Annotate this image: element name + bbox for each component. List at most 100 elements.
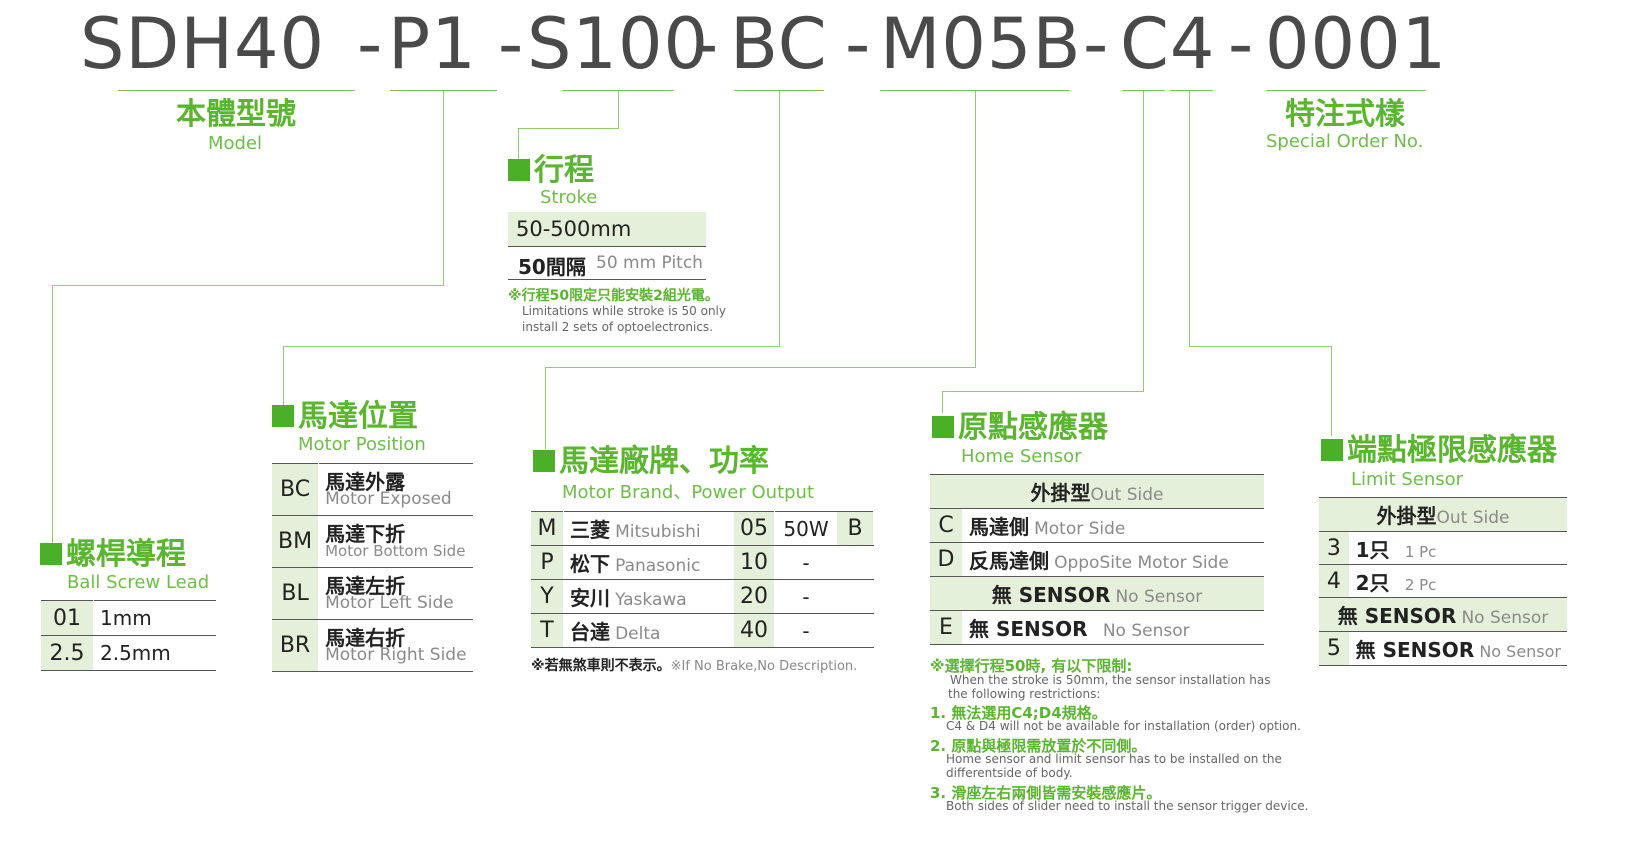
limit-header2-cn: 無 SENSOR bbox=[1337, 604, 1457, 628]
stroke-note-en1: Limitations while stroke is 50 only bbox=[522, 304, 726, 318]
limit-header1-en: Out Side bbox=[1436, 508, 1510, 528]
power-code: 10 bbox=[734, 545, 775, 580]
brand-title: 馬達廠牌、功率 bbox=[533, 445, 769, 479]
model-title: 本體型號 bbox=[176, 97, 296, 132]
home-notes-title-en2: the following restrictions: bbox=[948, 687, 1101, 701]
lead-table: 01 1mm 2.5 2.5mm bbox=[41, 600, 216, 671]
home-notes-title-en1: When the stroke is 50mm, the sensor inst… bbox=[950, 673, 1271, 687]
lead-value: 2.5mm bbox=[93, 635, 216, 671]
wire-brand bbox=[975, 91, 976, 368]
limit-header1-cn: 外掛型 bbox=[1376, 504, 1437, 528]
power-value: 50W bbox=[774, 511, 837, 546]
brand-code: M bbox=[531, 511, 564, 546]
wire-stroke bbox=[518, 128, 619, 129]
brand-en: Mitsubishi bbox=[615, 522, 701, 542]
code-dash: - bbox=[357, 3, 384, 85]
code-stroke: S100 bbox=[527, 3, 710, 85]
square-bullet-icon bbox=[508, 159, 530, 181]
brand-note-en: ※If No Brake,No Description. bbox=[670, 659, 858, 674]
wire-position bbox=[779, 91, 780, 347]
wire-limit bbox=[1189, 346, 1332, 347]
brand-note: ※若無煞車則不表示。※If No Brake,No Description. bbox=[531, 655, 857, 675]
table-row: 5 無 SENSOR No Sensor bbox=[1319, 631, 1567, 666]
stroke-note-en2: install 2 sets of optoelectronics. bbox=[522, 320, 713, 334]
wire-position bbox=[283, 346, 780, 347]
brand-code: P bbox=[531, 545, 564, 580]
home-en: Motor Side bbox=[1034, 519, 1126, 539]
stroke-pitch-cn: 50間隔 bbox=[518, 255, 586, 279]
position-code: BM bbox=[272, 515, 320, 568]
home-note-2: 2. 原點與極限需放置於不同側。 bbox=[930, 737, 1147, 755]
power-value: - bbox=[774, 613, 837, 648]
home-header2-en: No Sensor bbox=[1115, 587, 1203, 607]
wire-stroke bbox=[518, 128, 519, 160]
home-table: 外掛型Out Side C 馬達側 Motor Side D 反馬達側 Oppo… bbox=[930, 474, 1264, 645]
underline-model bbox=[118, 90, 355, 91]
power-value: - bbox=[774, 579, 837, 614]
table-row: T 台達 Delta 40 - bbox=[531, 613, 874, 648]
home-notes-title: ※選擇行程50時, 有以下限制: bbox=[930, 657, 1133, 675]
code-dash: - bbox=[498, 3, 525, 85]
position-en: Motor Right Side bbox=[325, 644, 467, 665]
position-title: 馬達位置 bbox=[272, 400, 418, 434]
underline-limit bbox=[1170, 90, 1213, 91]
underline-stroke bbox=[562, 90, 674, 91]
table-row: 2.5 2.5mm bbox=[41, 635, 216, 671]
square-bullet-icon bbox=[1321, 439, 1343, 461]
lead-title: 螺桿導程 bbox=[40, 538, 186, 572]
position-en: Motor Bottom Side bbox=[325, 541, 466, 560]
limit-header2-en: No Sensor bbox=[1461, 608, 1549, 628]
brand-cn: 安川 bbox=[570, 586, 610, 610]
home-code: E bbox=[930, 610, 963, 645]
limit-code: 5 bbox=[1319, 631, 1350, 666]
limit-en: 1 Pc bbox=[1404, 542, 1437, 561]
position-subtitle: Motor Position bbox=[298, 434, 426, 455]
code-motor-brand: M05B bbox=[880, 3, 1082, 85]
brake-code bbox=[837, 579, 874, 614]
square-bullet-icon bbox=[40, 543, 62, 565]
table-header-row: 外掛型Out Side bbox=[930, 474, 1264, 509]
wire-position bbox=[283, 346, 284, 406]
wire-limit bbox=[1331, 346, 1332, 436]
code-motor-position: BC bbox=[730, 3, 828, 85]
table-row: 3 1只 1 Pc bbox=[1319, 531, 1567, 565]
home-header2-cn: 無 SENSOR bbox=[991, 583, 1111, 607]
home-code: D bbox=[930, 542, 963, 577]
wire-lead bbox=[52, 285, 53, 547]
power-value: - bbox=[774, 545, 837, 580]
lead-code: 2.5 bbox=[41, 635, 94, 671]
power-code: 40 bbox=[734, 613, 775, 648]
lead-title-text: 螺桿導程 bbox=[66, 537, 186, 572]
stroke-subtitle: Stroke bbox=[540, 187, 598, 208]
home-note-2-en2: differentside of body. bbox=[946, 766, 1073, 780]
home-en: No Sensor bbox=[1102, 621, 1190, 641]
lead-value: 1mm bbox=[93, 600, 216, 636]
wire-home bbox=[1143, 91, 1144, 392]
code-dash: - bbox=[1228, 3, 1255, 85]
home-subtitle: Home Sensor bbox=[961, 446, 1082, 467]
brake-code: B bbox=[837, 511, 874, 546]
home-cn: 無 SENSOR bbox=[969, 617, 1088, 641]
wire-stroke bbox=[618, 91, 619, 129]
limit-en: No Sensor bbox=[1479, 642, 1561, 661]
underline-position bbox=[734, 90, 824, 91]
wire-limit bbox=[1189, 91, 1190, 347]
square-bullet-icon bbox=[533, 450, 555, 472]
home-title: 原點感應器 bbox=[932, 411, 1108, 445]
power-code: 20 bbox=[734, 579, 775, 614]
stroke-note-cn: ※行程50限定只能安裝2組光電。 bbox=[508, 288, 719, 304]
code-special: 0001 bbox=[1265, 3, 1448, 85]
table-row: Y 安川 Yaskawa 20 - bbox=[531, 579, 874, 614]
code-dash: - bbox=[845, 3, 872, 85]
model-subtitle: Model bbox=[208, 133, 263, 154]
brand-code: T bbox=[531, 613, 564, 648]
wire-home bbox=[942, 391, 1144, 392]
table-row: D 反馬達側 OppoSite Motor Side bbox=[930, 542, 1264, 577]
brand-code: Y bbox=[531, 579, 564, 614]
lead-subtitle: Ball Screw Lead bbox=[67, 572, 210, 593]
stroke-title: 行程 bbox=[508, 154, 594, 188]
brake-code bbox=[837, 613, 874, 648]
